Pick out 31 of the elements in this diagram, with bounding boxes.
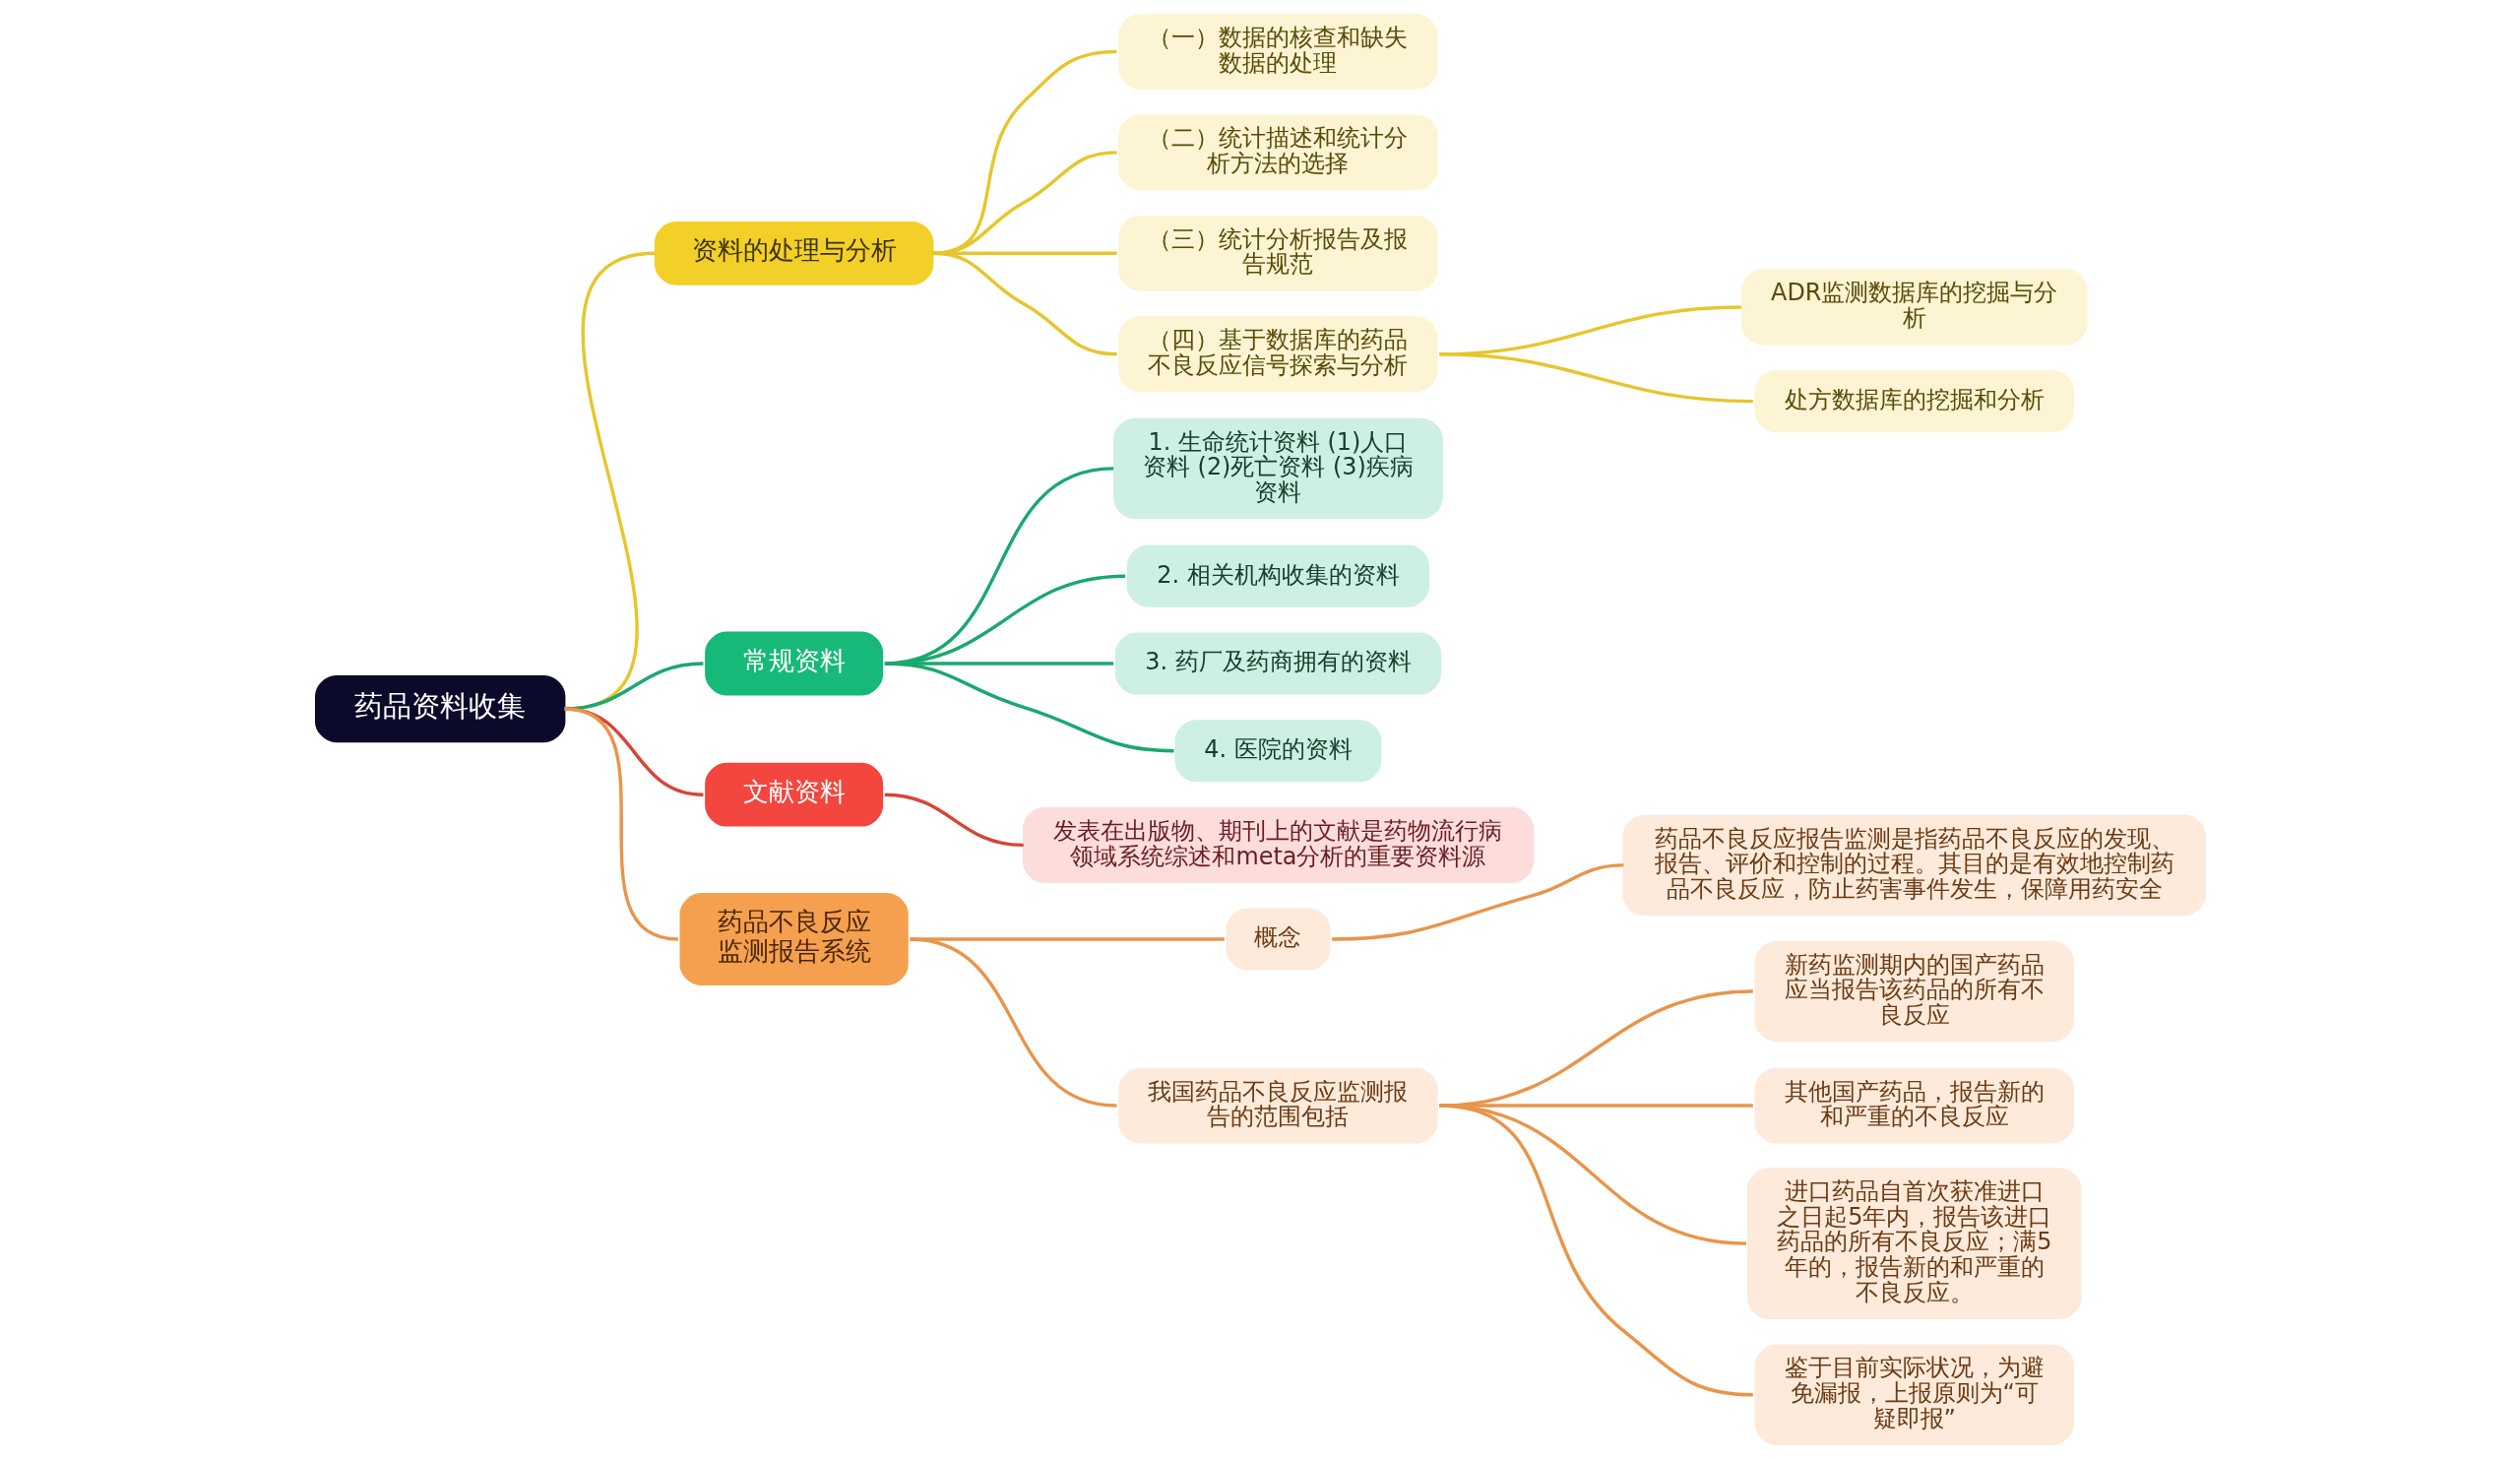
node-box: 发表在出版物、期刊上的文献是药物流行病领域系统综述和meta分析的重要资料源	[1022, 806, 1534, 883]
connector	[1331, 863, 1623, 941]
connector	[884, 662, 1174, 753]
node-box: 文献资料	[704, 762, 883, 827]
connector	[1438, 352, 1753, 404]
node-box: 鉴于目前实际状况，为避免漏报，上报原则为“可疑即报”	[1754, 1344, 2074, 1445]
node-box: （一）数据的核查和缺失数据的处理	[1117, 14, 1438, 90]
node-box: 资料的处理与分析	[654, 221, 933, 285]
connector	[1438, 1104, 1753, 1397]
connector	[931, 251, 1117, 356]
node-box: 药品资料收集	[314, 674, 565, 743]
node-box: 4. 医院的资料	[1173, 720, 1381, 783]
node-box: （二）统计描述和统计分析方法的选择	[1117, 114, 1438, 191]
node-box: 药品不良反应报告监测是指药品不良反应的发现、报告、评价和控制的过程。其目的是有效地控制药品不良反应，防止药害事件发生，保障用药安全	[1622, 814, 2206, 917]
node-box: 新药监测期内的国产药品应当报告该药品的所有不良反应	[1754, 940, 2074, 1043]
connector	[563, 707, 678, 941]
node-box: 处方数据库的挖掘和分析	[1754, 370, 2074, 433]
node-box: 进口药品自首次获准进口之日起5年内，报告该进口药品的所有不良反应；满5年的，报告新的和严重的不良反应。	[1746, 1168, 2082, 1319]
node-box: 我国药品不良反应监测报告的范围包括	[1117, 1067, 1438, 1144]
node-box: 2. 相关机构收集的资料	[1126, 544, 1429, 607]
node-box: （四）基于数据库的药品不良反应信号探索与分析	[1117, 316, 1438, 393]
node-box: （三）统计分析报告及报告规范	[1117, 215, 1438, 291]
connector	[884, 793, 1024, 848]
node-box: 其他国产药品，报告新的和严重的不良反应	[1754, 1067, 2074, 1144]
node-box: 药品不良反应监测报告系统	[679, 893, 909, 985]
node-box: 3. 药厂及药商拥有的资料	[1114, 632, 1441, 695]
node-box: 常规资料	[704, 631, 883, 696]
node-box: 1. 生命统计资料 (1)人口资料 (2)死亡资料 (3)疾病资料	[1112, 417, 1443, 520]
node-box: ADR监测数据库的挖掘与分析	[1740, 269, 2088, 346]
node-box: 概念	[1226, 908, 1330, 971]
connector	[909, 937, 1117, 1108]
